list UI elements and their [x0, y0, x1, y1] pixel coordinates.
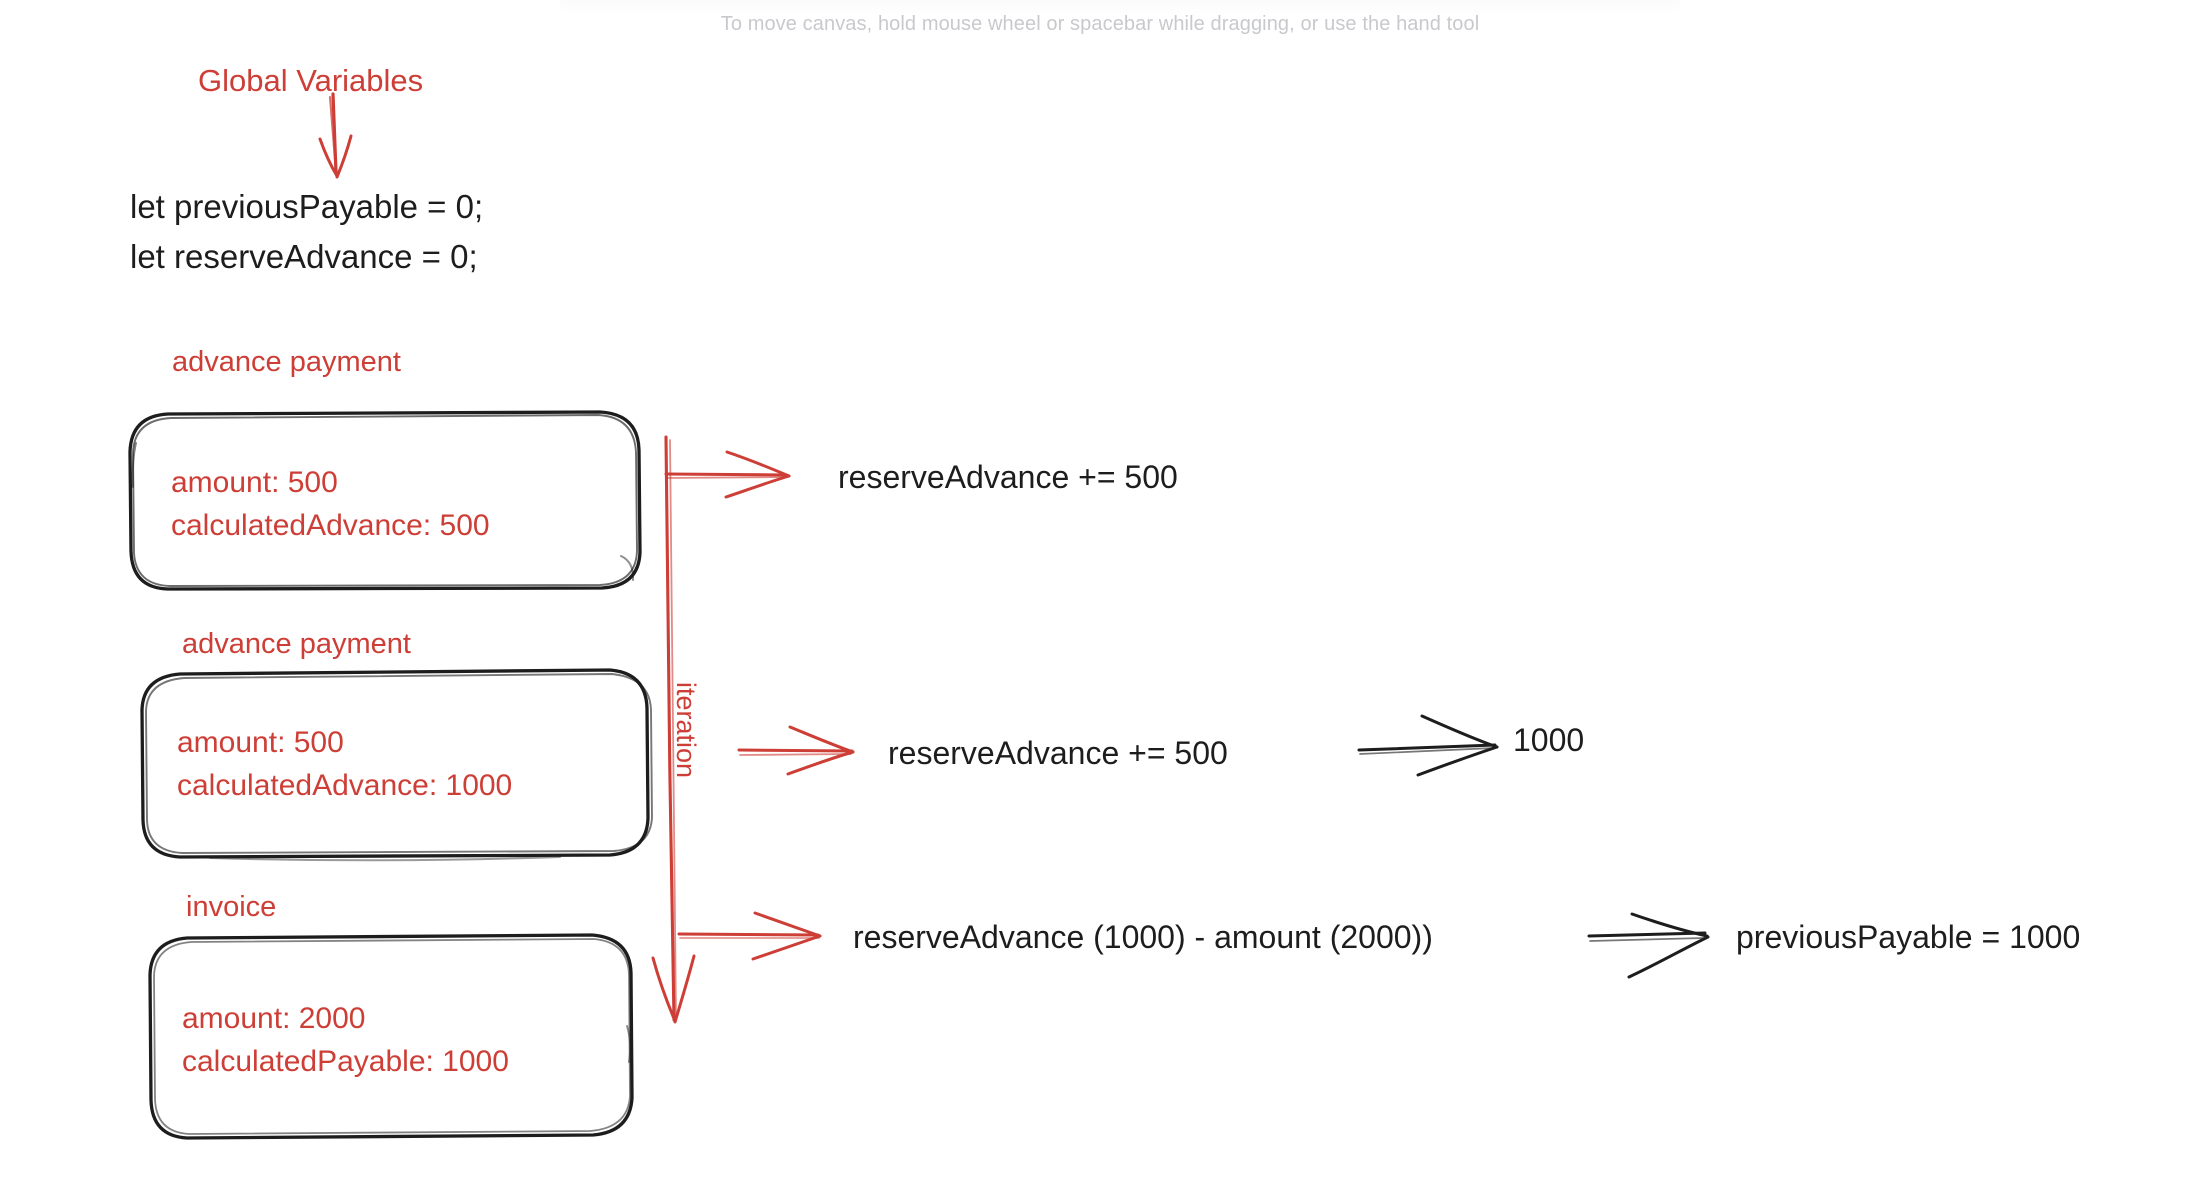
card-fields-invoice[interactable]: amount: 2000 calculatedPayable: 1000 [182, 1002, 509, 1078]
branch-arrow-3-icon [677, 911, 822, 961]
iteration-label: iteration [671, 682, 701, 779]
result-value-2: 1000 [1513, 722, 1585, 758]
result-arrow-3-icon [1587, 912, 1710, 979]
global-variables-title: Global Variables [198, 63, 424, 98]
global-variables-arrow-icon [318, 92, 353, 179]
card-label-advance-payment-2: advance payment [182, 628, 411, 660]
equation-1: reserveAdvance += 500 [838, 459, 1178, 495]
card-label-advance-payment-1: advance payment [172, 346, 401, 378]
result-arrow-2-icon [1357, 714, 1499, 777]
toolbar-ghost-band [560, 0, 1680, 14]
card-fields-advance-payment-2[interactable]: amount: 500 calculatedAdvance: 1000 [177, 726, 513, 802]
branch-arrow-1-icon [664, 450, 791, 499]
card-label-invoice: invoice [186, 891, 277, 923]
canvas-pan-hint: To move canvas, hold mouse wheel or spac… [720, 13, 1480, 35]
branch-arrow-2-icon [737, 725, 855, 776]
result-value-3: previousPayable = 1000 [1736, 919, 2081, 955]
equation-3: reserveAdvance (1000) - amount (2000)) [853, 919, 1433, 955]
card-fields-advance-payment-1[interactable]: amount: 500 calculatedAdvance: 500 [171, 466, 490, 542]
equation-2: reserveAdvance += 500 [888, 735, 1228, 771]
global-variables-code: let previousPayable = 0; let reserveAdva… [130, 188, 484, 275]
